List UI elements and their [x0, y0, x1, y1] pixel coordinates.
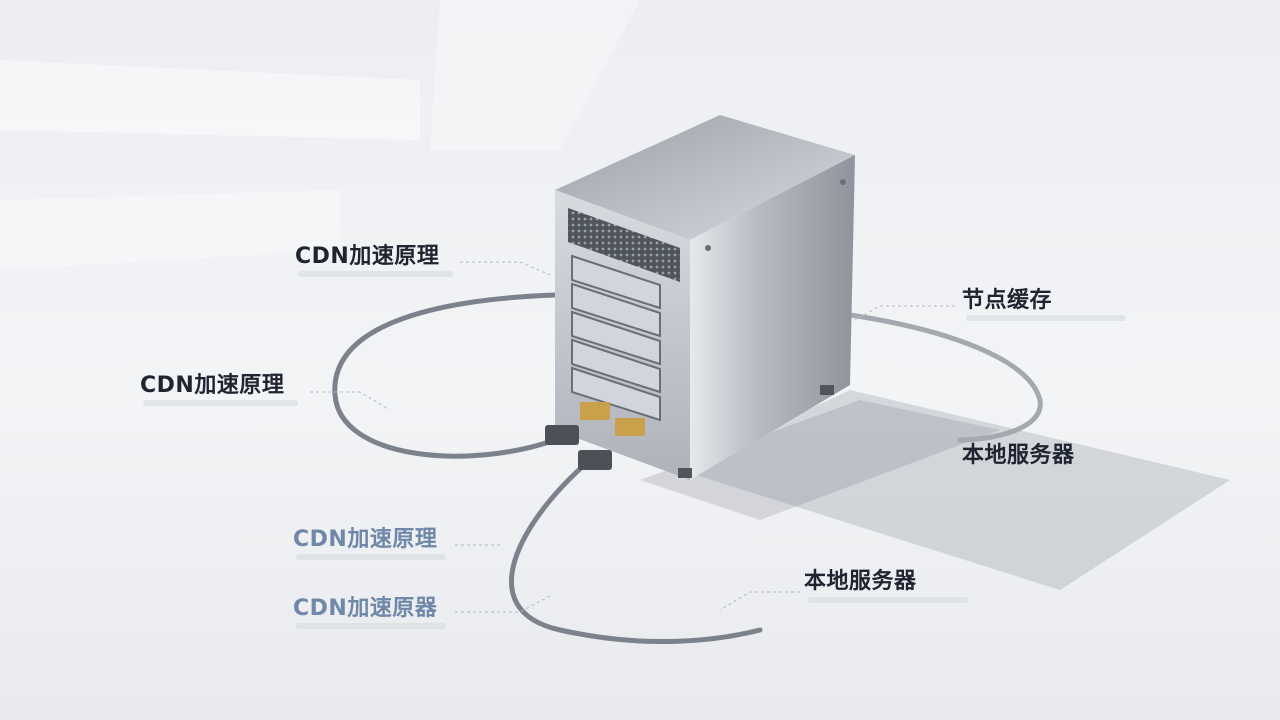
label-subtitle-blur	[296, 623, 446, 629]
label-cdn-principle-top: CDN加速原理	[295, 244, 440, 269]
drive-bay	[571, 366, 661, 422]
label-subtitle-blur	[298, 271, 453, 277]
drive-bay	[571, 310, 661, 366]
front-mesh-grille	[568, 208, 680, 282]
cable	[509, 457, 763, 645]
label-cdn-accelerator-bottom: CDN加速原器	[293, 596, 438, 621]
leader-lines	[310, 261, 955, 613]
label-cdn-principle-lower: CDN加速原理	[293, 527, 438, 552]
server-top	[555, 115, 855, 240]
port	[615, 418, 645, 436]
floor-shadow	[640, 400, 1000, 520]
label-subtitle-blur	[966, 315, 1126, 321]
drive-bay	[571, 282, 661, 338]
label-subtitle-blur	[296, 554, 446, 560]
light-band	[0, 60, 420, 140]
leader-line	[455, 595, 551, 613]
light-band	[430, 0, 640, 150]
plug	[578, 450, 612, 470]
leader-line	[719, 591, 800, 611]
screw	[840, 179, 846, 185]
leader-line	[310, 391, 391, 411]
label-subtitle-blur	[143, 400, 298, 406]
leader-line	[854, 305, 955, 321]
leader-line	[460, 261, 551, 276]
port	[580, 402, 610, 420]
drive-bay	[571, 254, 661, 310]
cable	[847, 312, 1043, 443]
label-local-server-right: 本地服务器	[962, 443, 1075, 468]
light-band	[0, 190, 340, 270]
server-side	[690, 155, 855, 480]
drive-bay	[571, 338, 661, 394]
drive-bays	[571, 254, 661, 422]
cable	[332, 292, 558, 459]
floor-shadow	[680, 390, 1230, 590]
label-node-cache: 节点缓存	[962, 288, 1053, 313]
screw	[705, 245, 711, 251]
label-local-server-bottom: 本地服务器	[804, 569, 917, 594]
foot	[820, 385, 834, 395]
plug	[545, 425, 579, 445]
label-subtitle-blur	[808, 597, 968, 603]
foot	[678, 468, 692, 478]
label-cdn-principle-left: CDN加速原理	[140, 373, 285, 398]
